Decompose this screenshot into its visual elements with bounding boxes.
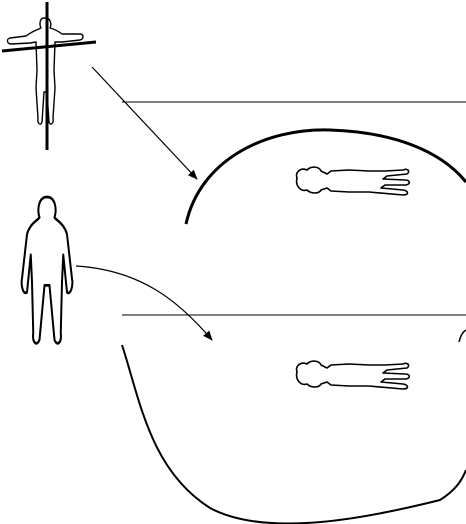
reclining-figure-lower-icon xyxy=(295,360,411,390)
crucified-figure-outline xyxy=(6,17,84,125)
cross-horizontal-bar xyxy=(1,40,97,53)
bowl-edge-right xyxy=(458,329,466,343)
figure-with-cross-icon xyxy=(1,2,97,150)
concave-bowl-curve xyxy=(121,344,466,524)
arrow-cross-to-dome xyxy=(91,66,198,180)
convex-dome-curve xyxy=(184,128,466,225)
arrow-figure-to-bowl xyxy=(75,265,213,341)
standing-figure-icon xyxy=(20,195,74,345)
reclining-figure-upper-icon xyxy=(295,166,411,196)
